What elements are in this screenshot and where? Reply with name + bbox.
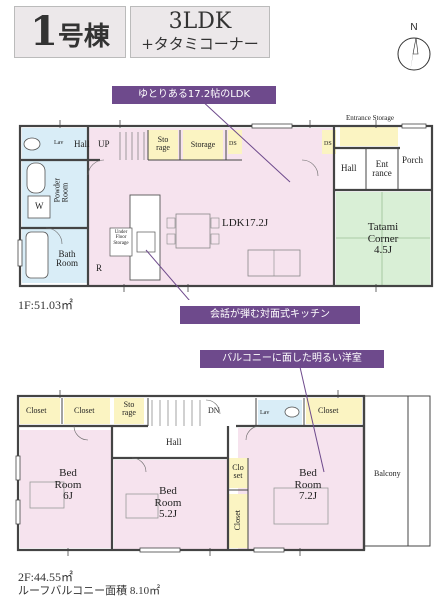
storage-a-label: Sto rage	[156, 135, 170, 153]
porch-label: Porch	[402, 155, 423, 165]
floor1-plan	[17, 98, 434, 300]
ldk-callout: ゆとりある17.2帖のLDK	[112, 86, 276, 104]
bath-room-label: Bath Room	[55, 249, 78, 269]
hall-2f-label: Hall	[166, 437, 182, 447]
roof-balcony-area: ルーフバルコニー面積 8.10㎡	[18, 585, 161, 597]
ds-label: DS	[229, 141, 237, 147]
bed1-label: Bed Room 6J	[54, 467, 82, 503]
closet3-label: Closet	[318, 406, 339, 415]
closet1-label: Closet	[26, 406, 47, 415]
under-floor-storage-label: Under Floor Storage	[113, 230, 129, 246]
entrance-label: Ent rance	[372, 159, 392, 179]
ds2-label: DS	[324, 141, 332, 147]
r-label: R	[96, 263, 103, 273]
up-label: UP	[98, 139, 110, 149]
storage-label: Sto rage	[122, 400, 136, 418]
layout-type-box: 3LDK +タタミコーナー	[130, 6, 270, 58]
lav-label: Lav	[54, 140, 64, 146]
hall2-label: Hall	[341, 163, 357, 173]
kitchen-callout: 会話が弾む対面式キッチン	[180, 306, 360, 324]
storage-b-label: Storage	[190, 140, 216, 149]
entrance-storage-label: Entrance Storage	[345, 114, 394, 122]
w-label: W	[35, 201, 44, 211]
balcony-callout: バルコニーに面した明るい洋室	[200, 350, 384, 368]
tatami-label: Tatami Corner 4.5J	[367, 221, 399, 257]
ldk-label: LDK17.2J	[222, 217, 269, 229]
closet2-label: Closet	[74, 406, 95, 415]
bed2-label: Bed Room 5.2J	[154, 485, 182, 521]
layout-sub: +タタミコーナー	[141, 35, 259, 53]
balcony-label: Balcony	[374, 469, 401, 478]
building-suffix: 号棟	[57, 22, 110, 52]
compass-icon: N	[397, 22, 431, 72]
building-label-box: 1号棟	[14, 6, 126, 58]
dn-label: DN	[208, 406, 220, 415]
compass-label: N	[410, 22, 417, 33]
floor2-area: 2F:44.55㎡	[18, 570, 74, 584]
hall-label: Hall	[74, 139, 90, 149]
closet4-label: Clo set	[232, 463, 244, 481]
lav2-label: Lav	[260, 410, 270, 416]
bed3-label: Bed Room 7.2J	[294, 467, 322, 503]
layout-type: 3LDK	[168, 9, 232, 34]
building-number: 1	[30, 8, 58, 55]
closet5-label: Closet	[232, 509, 242, 531]
floor1-area: 1F:51.03㎡	[18, 298, 74, 312]
